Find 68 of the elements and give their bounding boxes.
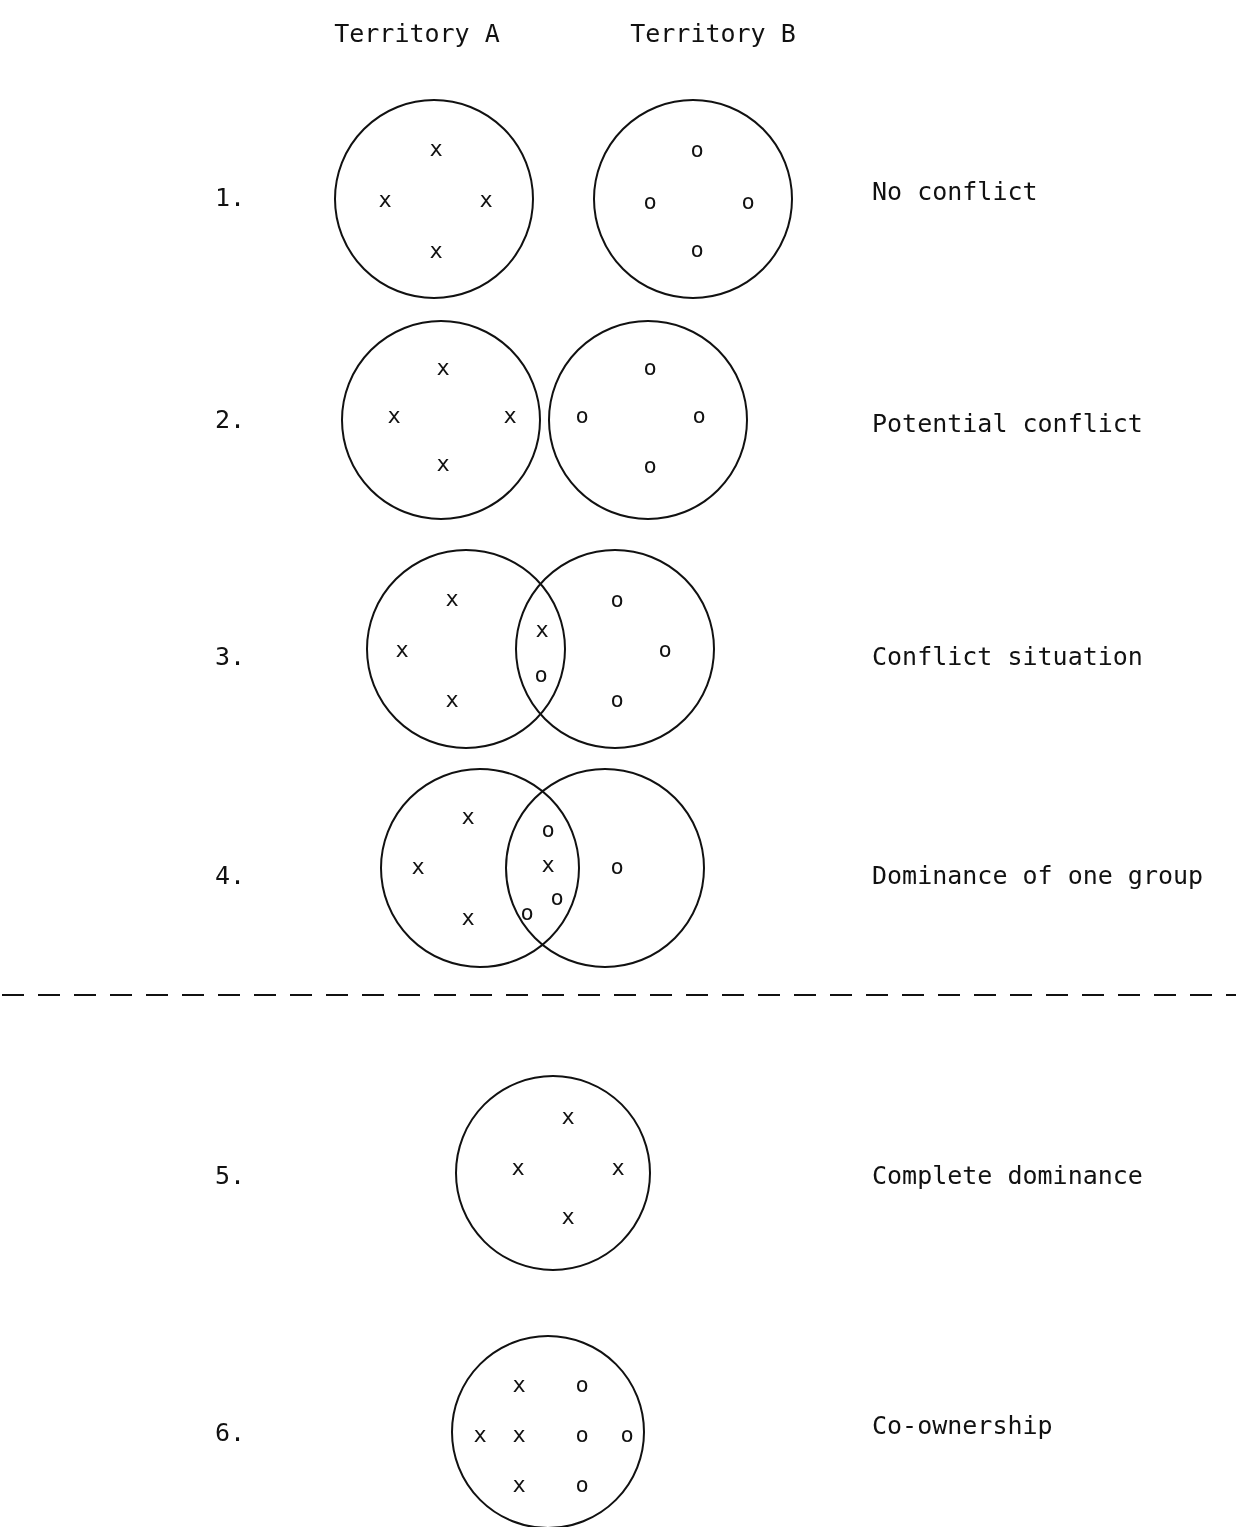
column-heading: Territory A: [334, 19, 500, 49]
mark-symbol: o: [575, 404, 589, 428]
territory-circle: [451, 1335, 645, 1527]
mark-symbol: x: [411, 855, 425, 879]
mark-symbol: x: [512, 1373, 526, 1397]
mark-symbol: x: [395, 638, 409, 662]
row-number: 4.: [215, 861, 246, 891]
territory-circle: [505, 768, 705, 968]
mark-symbol: o: [534, 663, 548, 687]
mark-symbol: o: [643, 190, 657, 214]
territory-circle: [455, 1075, 651, 1271]
mark-symbol: x: [541, 853, 555, 877]
territory-circle: [341, 320, 541, 520]
mark-symbol: x: [445, 587, 459, 611]
mark-symbol: o: [610, 688, 624, 712]
mark-symbol: x: [436, 356, 450, 380]
column-heading: Territory B: [630, 19, 796, 49]
mark-symbol: o: [658, 638, 672, 662]
mark-symbol: o: [575, 1423, 589, 1447]
territory-circle: [593, 99, 793, 299]
mark-symbol: x: [387, 404, 401, 428]
row-number: 5.: [215, 1161, 246, 1191]
mark-symbol: x: [461, 906, 475, 930]
mark-symbol: o: [520, 901, 534, 925]
mark-symbol: x: [378, 188, 392, 212]
mark-symbol: o: [550, 886, 564, 910]
mark-symbol: x: [561, 1205, 575, 1229]
situation-label: Co-ownership: [872, 1411, 1053, 1441]
mark-symbol: o: [610, 588, 624, 612]
mark-symbol: o: [643, 356, 657, 380]
territory-circle: [380, 768, 580, 968]
mark-symbol: x: [473, 1423, 487, 1447]
territory-circle: [548, 320, 748, 520]
row-number: 6.: [215, 1418, 246, 1448]
row-number: 3.: [215, 642, 246, 672]
mark-symbol: o: [610, 855, 624, 879]
mark-symbol: x: [503, 404, 517, 428]
territory-circle: [515, 549, 715, 749]
mark-symbol: x: [479, 188, 493, 212]
mark-symbol: o: [620, 1423, 634, 1447]
mark-symbol: x: [461, 805, 475, 829]
mark-symbol: x: [429, 239, 443, 263]
situation-label: Conflict situation: [872, 642, 1143, 672]
situation-label: Potential conflict: [872, 409, 1143, 439]
mark-symbol: x: [561, 1105, 575, 1129]
situation-label: No conflict: [872, 177, 1038, 207]
mark-symbol: x: [511, 1156, 525, 1180]
mark-symbol: o: [575, 1373, 589, 1397]
territory-circle: [334, 99, 534, 299]
situation-label: Complete dominance: [872, 1161, 1143, 1191]
territory-circle: [366, 549, 566, 749]
mark-symbol: x: [445, 688, 459, 712]
mark-symbol: o: [575, 1473, 589, 1497]
mark-symbol: o: [541, 818, 555, 842]
mark-symbol: o: [690, 238, 704, 262]
mark-symbol: x: [429, 137, 443, 161]
mark-symbol: x: [535, 618, 549, 642]
mark-symbol: o: [692, 404, 706, 428]
row-number: 1.: [215, 183, 246, 213]
mark-symbol: o: [643, 454, 657, 478]
mark-symbol: x: [611, 1156, 625, 1180]
mark-symbol: x: [512, 1473, 526, 1497]
mark-symbol: x: [436, 452, 450, 476]
situation-label: Dominance of one group: [872, 861, 1204, 891]
mark-symbol: o: [741, 190, 755, 214]
mark-symbol: o: [690, 138, 704, 162]
mark-symbol: x: [512, 1423, 526, 1447]
row-number: 2.: [215, 405, 246, 435]
